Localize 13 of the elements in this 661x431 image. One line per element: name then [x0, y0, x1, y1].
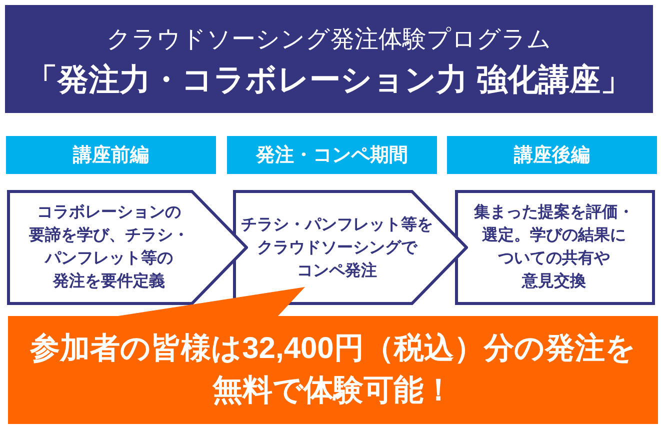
step-pentagon: [233, 190, 468, 305]
speech-bubble: [8, 287, 658, 424]
phase-header: 講座後編: [447, 136, 657, 174]
step-description: 集まった提案を評価・選定。学びの結果についての共有や意見交換: [472, 202, 635, 292]
title: 「発注力・コラボレーション力 強化講座」: [26, 61, 632, 99]
step-panel: [455, 190, 655, 305]
step-description: コラボレーションの要諦を学び、チラシ・パンフレット等の発注を要件定義: [28, 203, 190, 292]
callout-text: 参加者の皆様は32,400円（税込）分の発注を無料で体験可能！: [28, 331, 637, 409]
subtitle: クラウドソーシング発注体験プログラム: [106, 25, 552, 55]
title-banner: [5, 5, 653, 113]
phase-header: 発注・コンペ期間: [227, 136, 437, 174]
phase-header: 講座前編: [6, 136, 216, 174]
step-description: チラシ・パンフレット等をクラウドソーシングでコンペ発注: [240, 215, 434, 282]
